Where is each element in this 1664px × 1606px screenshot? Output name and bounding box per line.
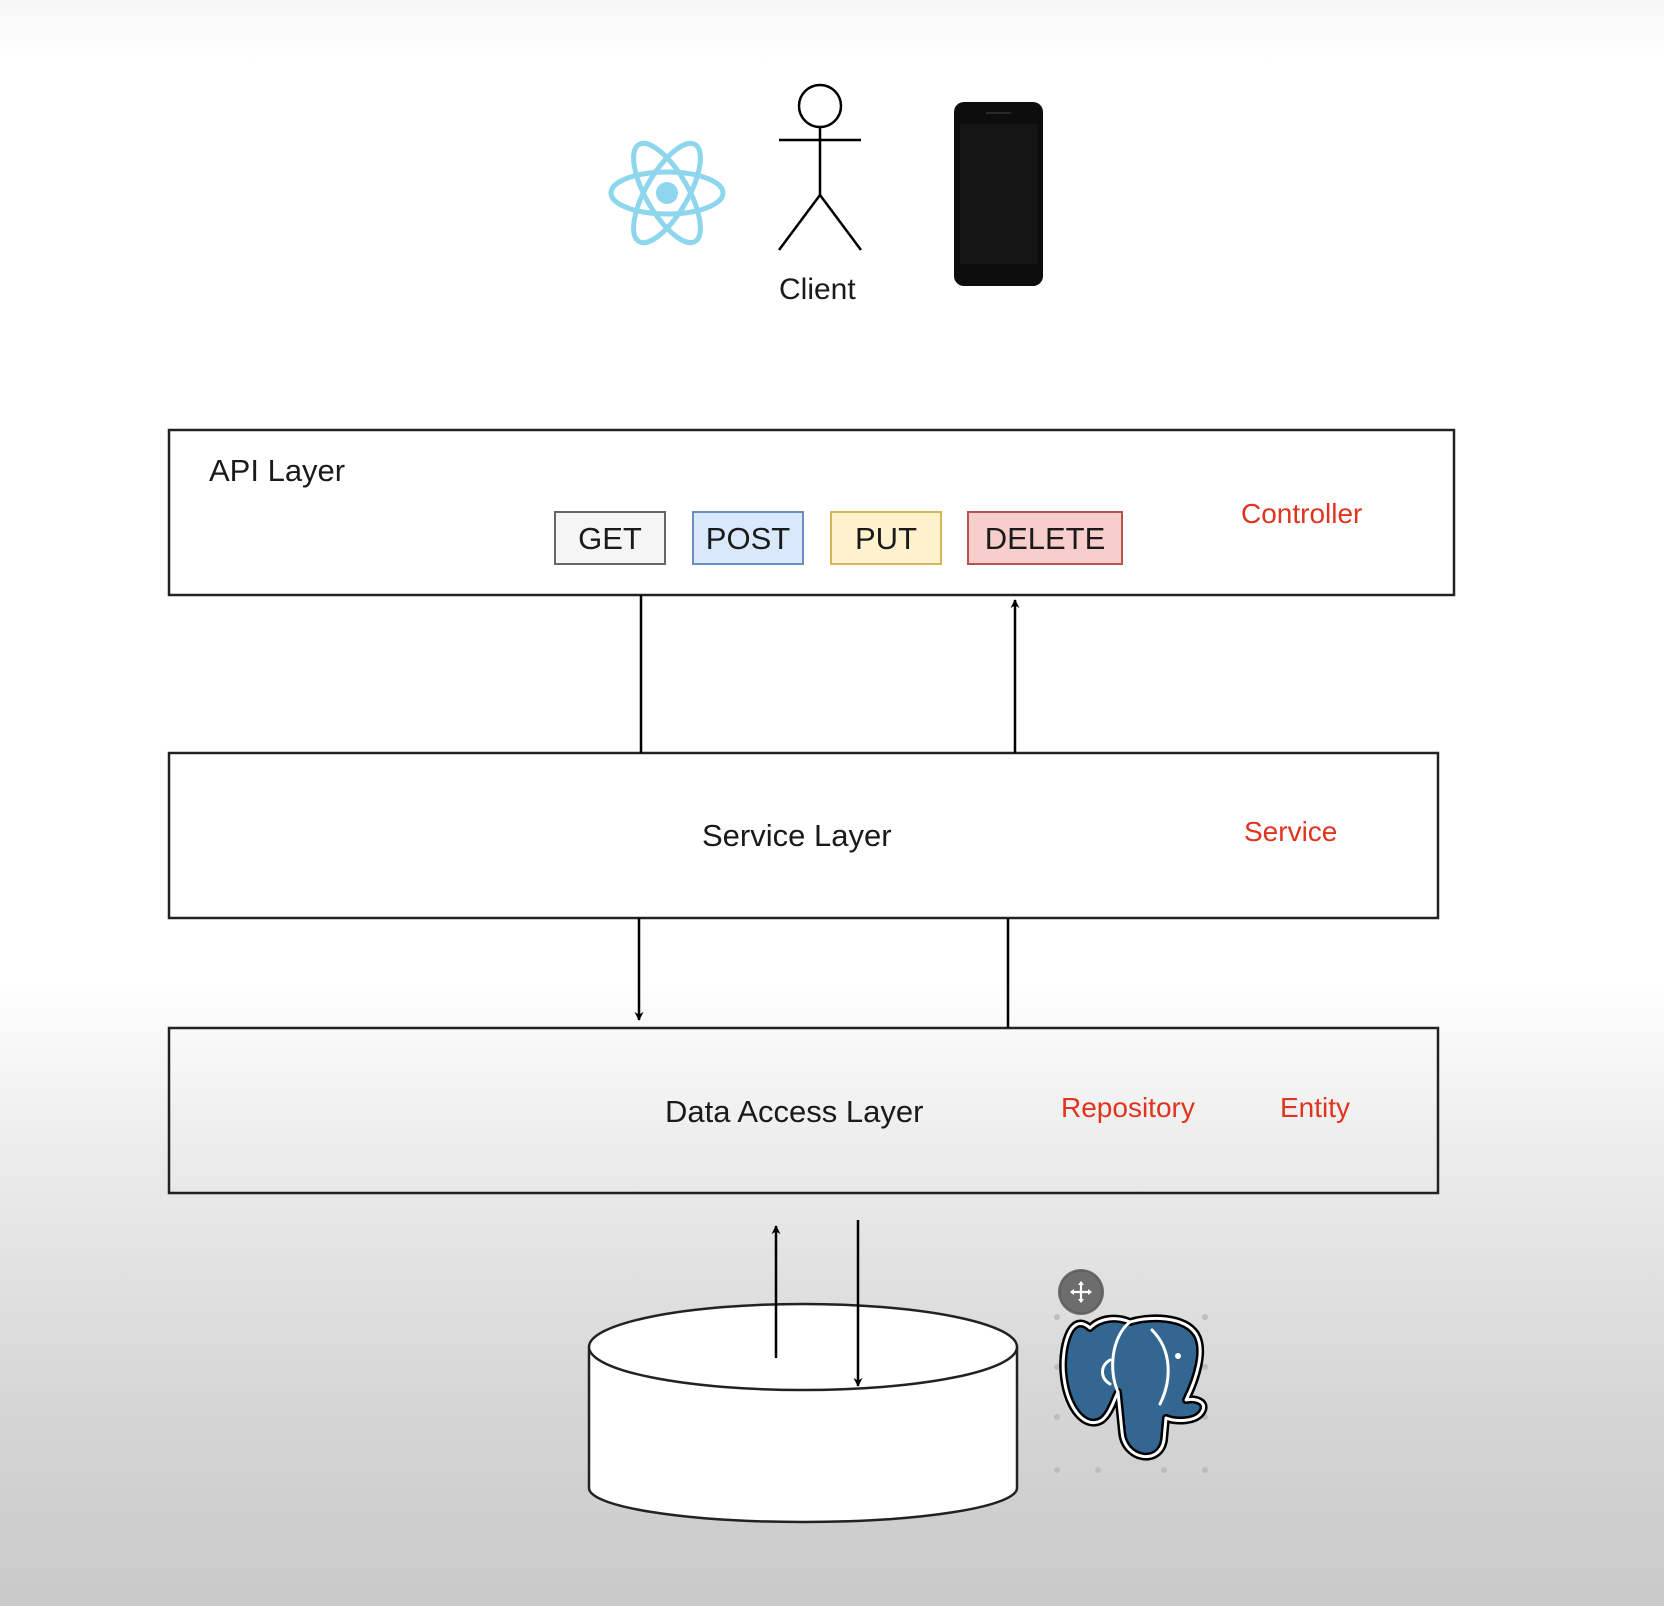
entity-tag: Entity	[1280, 1092, 1351, 1123]
service-tag: Service	[1244, 816, 1338, 847]
method-post-chip[interactable]: POST	[692, 511, 804, 565]
stick-figure-icon	[777, 83, 863, 251]
method-delete-chip[interactable]: DELETE	[967, 511, 1123, 565]
method-put-label: PUT	[855, 520, 917, 556]
method-post-label: POST	[705, 520, 791, 556]
method-put-chip[interactable]: PUT	[830, 511, 942, 565]
react-logo-icon	[608, 140, 726, 246]
data-access-layer-title: Data Access Layer	[665, 1094, 924, 1129]
smartphone-icon	[954, 102, 1043, 286]
service-layer-title: Service Layer	[702, 818, 892, 853]
method-delete-label: DELETE	[984, 520, 1106, 556]
method-get-chip[interactable]: GET	[554, 511, 666, 565]
controller-tag: Controller	[1241, 498, 1363, 529]
repository-tag: Repository	[1061, 1092, 1195, 1123]
database-cylinder-icon	[587, 1302, 1019, 1524]
client-label: Client	[779, 273, 856, 306]
selection-handles	[1054, 1314, 1208, 1473]
api-layer-title: API Layer	[209, 453, 346, 488]
api-layer-box	[167, 428, 1456, 597]
service-layer-box	[167, 751, 1440, 920]
data-access-layer-box	[167, 1026, 1440, 1195]
postgresql-elephant-icon	[1059, 1314, 1208, 1461]
method-get-label: GET	[578, 520, 642, 556]
move-handle-icon[interactable]	[1058, 1269, 1104, 1315]
